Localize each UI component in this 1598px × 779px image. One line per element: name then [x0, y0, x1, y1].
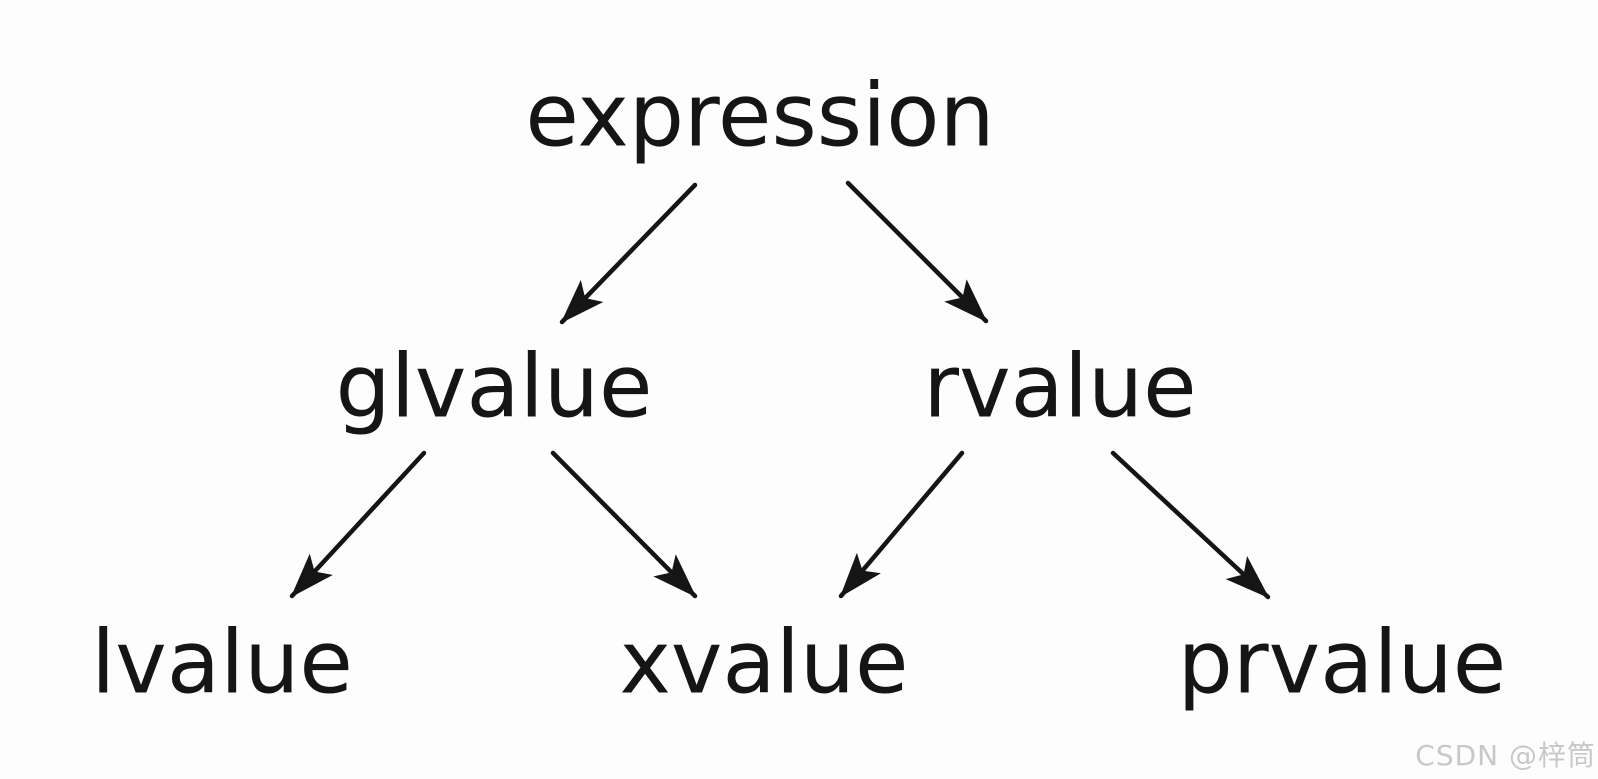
node-lvalue: lvalue	[91, 611, 353, 714]
edge-glvalue-lvalue	[289, 450, 427, 599]
edge-rvalue-xvalue	[838, 450, 965, 599]
node-prvalue: prvalue	[1177, 611, 1507, 714]
node-rvalue: rvalue	[923, 335, 1197, 438]
node-xvalue: xvalue	[619, 611, 909, 714]
csdn-watermark: CSDN @梓筒	[1415, 739, 1596, 772]
node-glvalue: glvalue	[335, 335, 653, 438]
edge-expression-rvalue	[845, 180, 989, 324]
node-expression: expression	[525, 64, 995, 167]
edge-expression-glvalue	[559, 182, 698, 325]
edge-rvalue-prvalue	[1110, 450, 1271, 600]
edge-glvalue-xvalue	[550, 450, 698, 599]
